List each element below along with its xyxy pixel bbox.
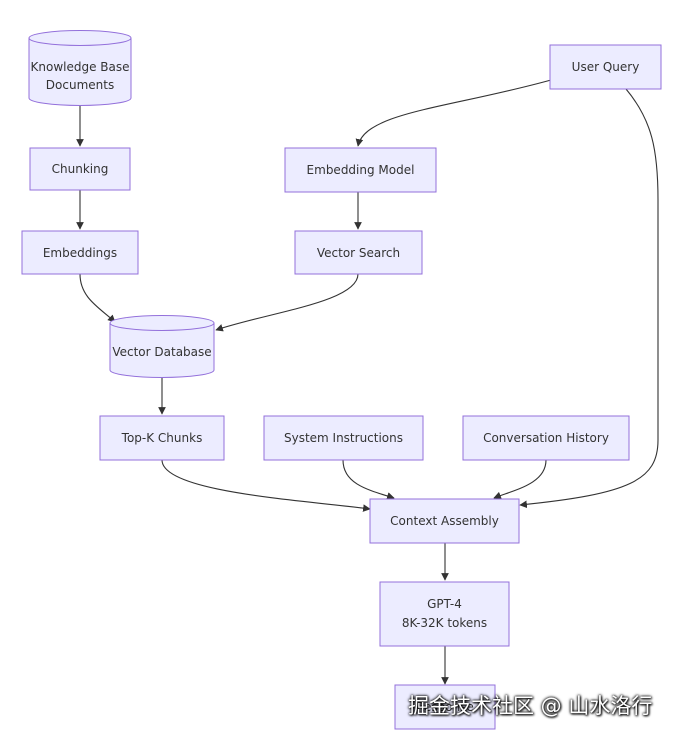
gpt-4-label-line1: GPT-4	[427, 597, 462, 611]
node-system-instructions: System Instructions	[263, 415, 424, 461]
edge-vsearch-to-vectordb	[215, 273, 359, 332]
embeddings-label: Embeddings	[43, 246, 117, 260]
knowledge-base-label-line2: Documents	[46, 78, 114, 92]
node-vector-database: Vector Database	[109, 315, 215, 378]
context-assembly-label: Context Assembly	[390, 514, 499, 528]
node-top-k-chunks: Top-K Chunks	[99, 415, 225, 461]
conversation-history-label: Conversation History	[483, 431, 609, 445]
edge-embeddings-to-vectordb	[79, 273, 116, 323]
node-response: Response	[394, 684, 496, 730]
watermark: 掘金技术社区 @ 山水洛行	[408, 694, 653, 718]
node-vector-search: Vector Search	[294, 230, 423, 275]
edge-convhist-to-ctx	[493, 459, 547, 500]
gpt-4-label-line2: 8K-32K tokens	[402, 616, 487, 630]
system-instructions-label: System Instructions	[284, 431, 403, 445]
node-gpt-4: GPT-4 8K-32K tokens	[379, 581, 510, 647]
chunking-label: Chunking	[52, 162, 109, 176]
edge-sysinst-to-ctx	[342, 459, 395, 500]
knowledge-base-label-line1: Knowledge Base	[31, 60, 130, 74]
node-knowledge-base: Knowledge Base Documents	[28, 30, 132, 106]
embedding-model-label: Embedding Model	[307, 163, 415, 177]
edge-userquery-to-ctx	[519, 88, 659, 509]
edge-userquery-to-embmodel	[355, 79, 552, 147]
node-user-query: User Query	[549, 44, 662, 90]
vector-database-label: Vector Database	[112, 345, 211, 359]
user-query-label: User Query	[572, 60, 640, 74]
edge-topk-to-ctx	[161, 459, 371, 512]
response-label: Response	[416, 700, 474, 714]
top-k-chunks-label: Top-K Chunks	[121, 431, 203, 445]
node-embeddings: Embeddings	[21, 230, 139, 275]
edges	[76, 79, 659, 685]
node-embedding-model: Embedding Model	[284, 147, 437, 193]
node-conversation-history: Conversation History	[462, 415, 630, 461]
node-chunking: Chunking	[29, 147, 131, 191]
node-context-assembly: Context Assembly	[369, 498, 520, 544]
vector-search-label: Vector Search	[317, 246, 400, 260]
